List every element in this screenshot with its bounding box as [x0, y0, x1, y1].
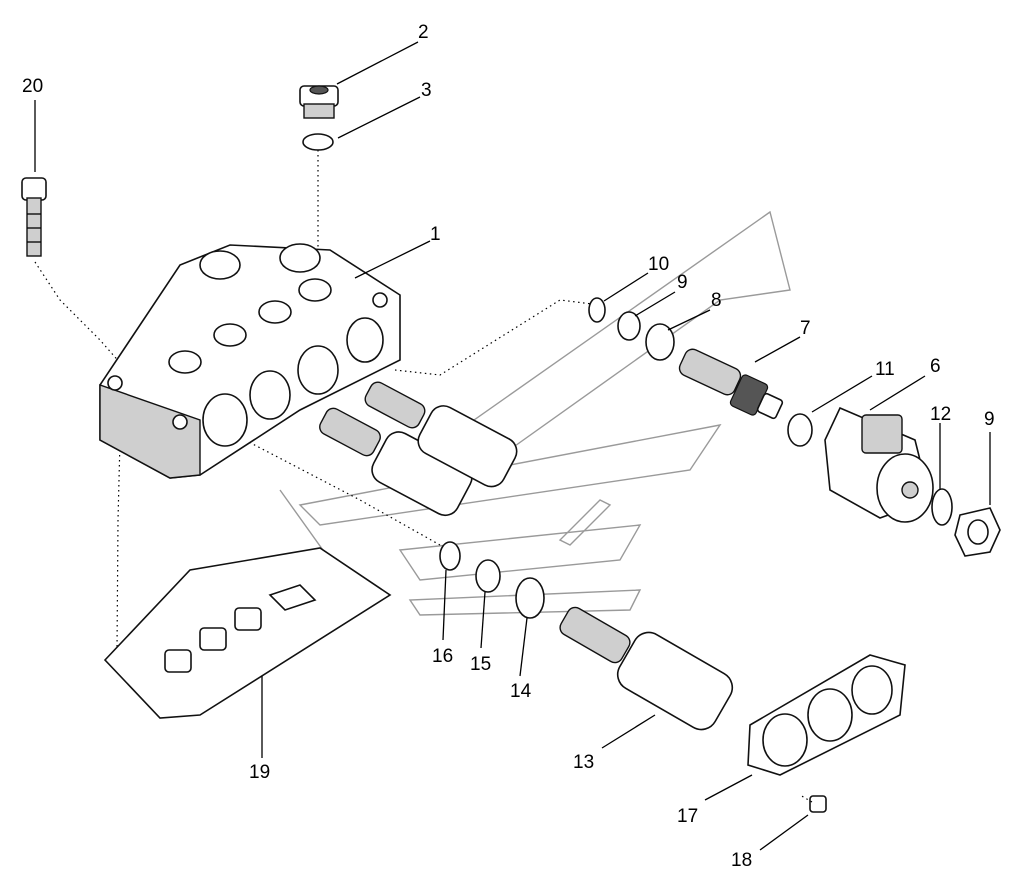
o-ring-part — [931, 488, 953, 526]
callout-label: 9 — [984, 409, 995, 430]
o-ring-part — [787, 413, 813, 447]
nut-part — [954, 507, 1001, 557]
callout-labels: 2 3 20 1 10 9 8 7 11 6 12 9 16 15 14 13 … — [22, 22, 995, 871]
cartridge-valve-part — [678, 348, 784, 420]
callout-label: 9 — [677, 272, 688, 293]
plug-part — [299, 85, 339, 119]
socket-head-screw-part — [21, 177, 47, 257]
o-ring-part — [302, 133, 334, 151]
valve-block-part — [99, 243, 401, 479]
callout-label: 3 — [421, 80, 432, 101]
callout-label: 12 — [930, 404, 951, 425]
o-ring-part — [439, 541, 461, 571]
callout-label: 20 — [22, 76, 43, 97]
disc-part — [617, 311, 641, 341]
callout-label: 7 — [800, 318, 811, 339]
assembly-lines — [34, 150, 601, 651]
callout-label: 6 — [930, 356, 941, 377]
callout-label: 11 — [875, 359, 895, 380]
solenoid-valve-part — [319, 381, 518, 517]
small-screw-part — [799, 794, 827, 813]
callout-label: 1 — [430, 224, 441, 245]
callout-label: 17 — [677, 806, 698, 827]
callout-label: 10 — [648, 254, 669, 275]
flange-gasket-part — [747, 654, 906, 776]
solenoid-coil-part — [824, 406, 934, 523]
callout-label: 13 — [573, 752, 594, 773]
o-ring-part — [475, 559, 501, 593]
callout-label: 18 — [731, 850, 752, 871]
leader-lines — [34, 41, 991, 851]
callout-label: 16 — [432, 646, 453, 667]
callout-label: 2 — [418, 22, 429, 43]
callout-label: 19 — [249, 762, 270, 783]
solenoid-valve-part — [559, 606, 734, 731]
disc-part — [645, 323, 675, 361]
o-ring-part — [515, 577, 545, 619]
callout-label: 14 — [510, 681, 532, 702]
callout-label: 15 — [470, 654, 491, 675]
callout-label: 8 — [711, 290, 722, 311]
disc-part — [588, 297, 606, 323]
gasket-plate-part — [103, 547, 392, 719]
